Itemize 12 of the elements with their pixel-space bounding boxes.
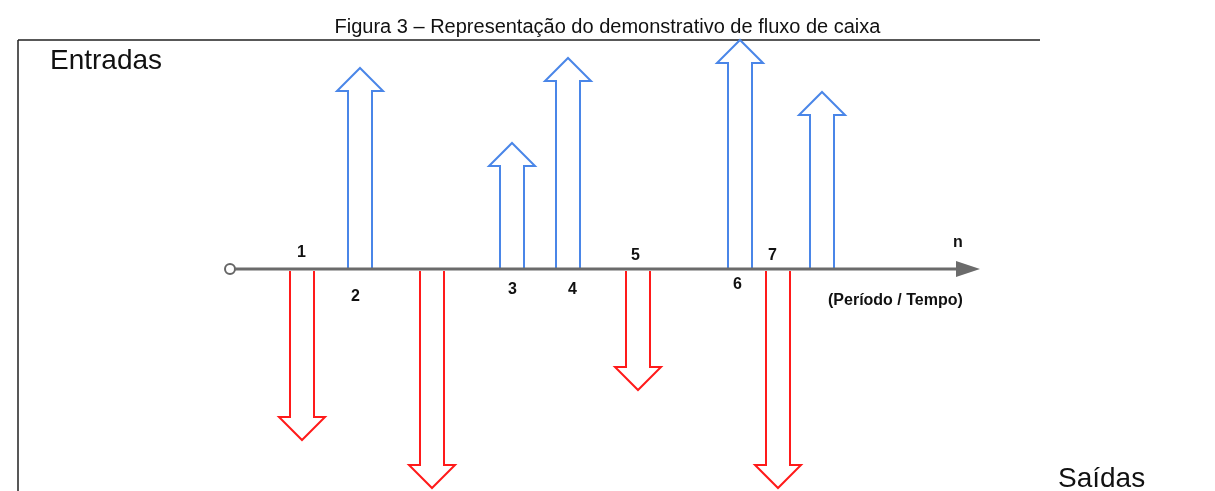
period-label: 5 bbox=[631, 247, 640, 263]
period-label: (Período / Tempo) bbox=[828, 292, 963, 308]
axis-label: Saídas bbox=[1058, 464, 1146, 491]
period-label: 6 bbox=[733, 276, 742, 292]
figure-title: Figura 3 – Representação do demonstrativo de fluxo de caixa bbox=[333, 14, 882, 38]
period-label: 1 bbox=[297, 244, 306, 260]
period-label: n bbox=[953, 234, 963, 250]
period-label: 3 bbox=[508, 281, 517, 297]
period-label: 2 bbox=[351, 288, 360, 304]
period-label: 7 bbox=[768, 247, 777, 263]
period-label: 4 bbox=[568, 281, 577, 297]
axis-label: Entradas bbox=[50, 46, 163, 74]
